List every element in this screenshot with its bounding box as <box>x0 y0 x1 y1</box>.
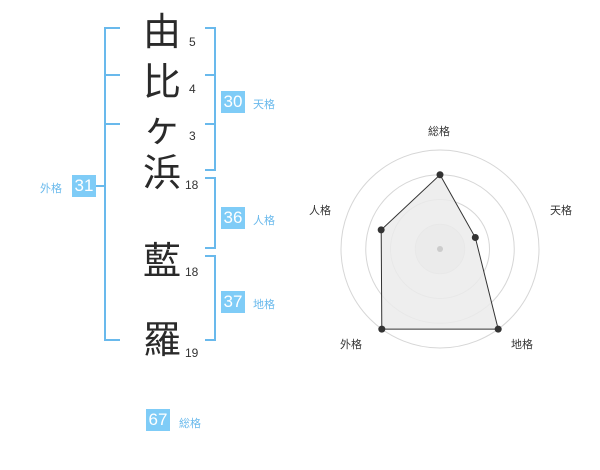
soukaku-label: 総格 <box>179 417 201 430</box>
radar-point-2 <box>494 325 502 333</box>
stroke-count-1: 5 <box>189 35 196 49</box>
radar-label-jinkaku: 人格 <box>309 204 331 217</box>
radar-center <box>437 246 443 252</box>
stroke-count-2: 4 <box>189 82 196 96</box>
radar-point-3 <box>378 325 386 333</box>
chikaku-score-badge: 37 <box>221 291 245 313</box>
gaikaku-score-badge: 31 <box>72 175 96 197</box>
stroke-count-6: 19 <box>185 346 199 360</box>
radar-label-gaikaku: 外格 <box>340 338 362 351</box>
name-char-2: 比 <box>143 60 182 104</box>
jinkaku-bracket <box>205 177 216 249</box>
name-char-4: 浜 <box>143 151 182 195</box>
name-char-5: 藍 <box>143 239 182 283</box>
radar-label-soukaku: 総格 <box>428 125 450 138</box>
gaikaku-label: 外格 <box>40 182 62 195</box>
radar-label-tenkaku: 天格 <box>550 204 572 217</box>
soukaku-score-badge: 67 <box>146 409 170 431</box>
radar-point-4 <box>377 226 385 234</box>
gaikaku-bracket <box>104 27 120 341</box>
name-char-1: 由 <box>143 10 182 54</box>
stroke-count-4: 18 <box>185 178 199 192</box>
tenkaku-bracket <box>205 27 216 171</box>
chikaku-bracket <box>205 255 216 341</box>
name-char-3: ヶ <box>143 106 182 150</box>
name-char-6: 羅 <box>143 318 182 362</box>
stroke-count-5: 18 <box>185 265 199 279</box>
jinkaku-score-badge: 36 <box>221 207 245 229</box>
jinkaku-label: 人格 <box>253 214 275 227</box>
radar-label-chikaku: 地格 <box>511 338 533 351</box>
stroke-count-3: 3 <box>189 129 196 143</box>
chikaku-label: 地格 <box>253 298 275 311</box>
radar-point-0 <box>436 171 444 179</box>
tenkaku-score-badge: 30 <box>221 91 245 113</box>
tenkaku-label: 天格 <box>253 98 275 111</box>
radar-point-1 <box>471 234 479 242</box>
